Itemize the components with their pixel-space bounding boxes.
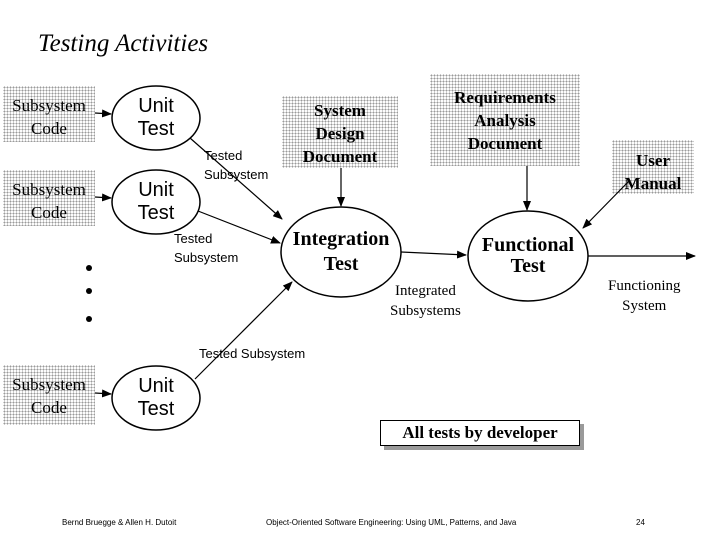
slide-title: Testing Activities <box>38 30 209 57</box>
subsystem-code-label-1: Subsystem Code <box>12 96 86 138</box>
footer-authors: Bernd Bruegge & Allen H. Dutoit <box>62 518 177 527</box>
unit-test-label-1: Unit Test <box>137 95 175 140</box>
unit-test-ellipse-1 <box>111 85 201 151</box>
ellipsis-dot-2 <box>86 288 92 294</box>
subsystem-code-box-2 <box>3 170 95 226</box>
tested-subsystem-label-3: Tested Subsystem <box>199 346 306 361</box>
arrow-unit2-to-integration <box>197 210 281 244</box>
arrow-code-to-unit-2 <box>94 193 112 202</box>
subsystem-code-label-2: Subsystem Code <box>12 180 86 222</box>
ellipsis-dot-1 <box>86 265 92 271</box>
arrow-unit3-to-integration <box>194 281 293 380</box>
unit-test-ellipse-3 <box>111 365 201 431</box>
system-design-document-label: System Design Document <box>302 101 378 166</box>
arrow-code-to-unit-3 <box>94 389 112 398</box>
unit-test-label-3: Unit Test <box>137 375 175 420</box>
arrow-integration-to-functional <box>400 250 467 259</box>
arrow-unit1-to-integration <box>189 137 283 220</box>
integration-test-label: Integration Test <box>292 228 390 275</box>
arrow-code-to-unit-1 <box>94 109 112 118</box>
functioning-system-label: Functioning System <box>608 278 681 314</box>
requirements-analysis-document-box <box>430 74 580 166</box>
all-tests-by-developer-box: All tests by developer <box>380 420 580 446</box>
subsystem-code-box-3 <box>3 365 95 425</box>
ellipsis-dot-3 <box>86 316 92 322</box>
subsystem-code-box-1 <box>3 86 95 142</box>
requirements-analysis-document-label: Requirements Analysis Document <box>454 88 556 153</box>
integrated-subsystems-label: Integrated Subsystems <box>390 283 461 319</box>
unit-test-label-2: Unit Test <box>137 179 175 224</box>
footer-page-number: 24 <box>636 518 645 527</box>
footer-book-title: Object-Oriented Software Engineering: Us… <box>266 518 517 527</box>
subsystem-code-label-3: Subsystem Code <box>12 375 86 417</box>
tested-subsystem-label-2: Tested Subsystem <box>174 231 239 265</box>
user-manual-label: User Manual <box>624 151 682 193</box>
functional-test-label: Functional Test <box>481 234 575 277</box>
system-design-document-box <box>282 96 398 168</box>
tested-subsystem-label-1: Tested Subsystem <box>204 148 269 182</box>
unit-test-ellipse-2 <box>111 169 201 235</box>
arrow-user-manual-to-functional <box>582 179 631 229</box>
